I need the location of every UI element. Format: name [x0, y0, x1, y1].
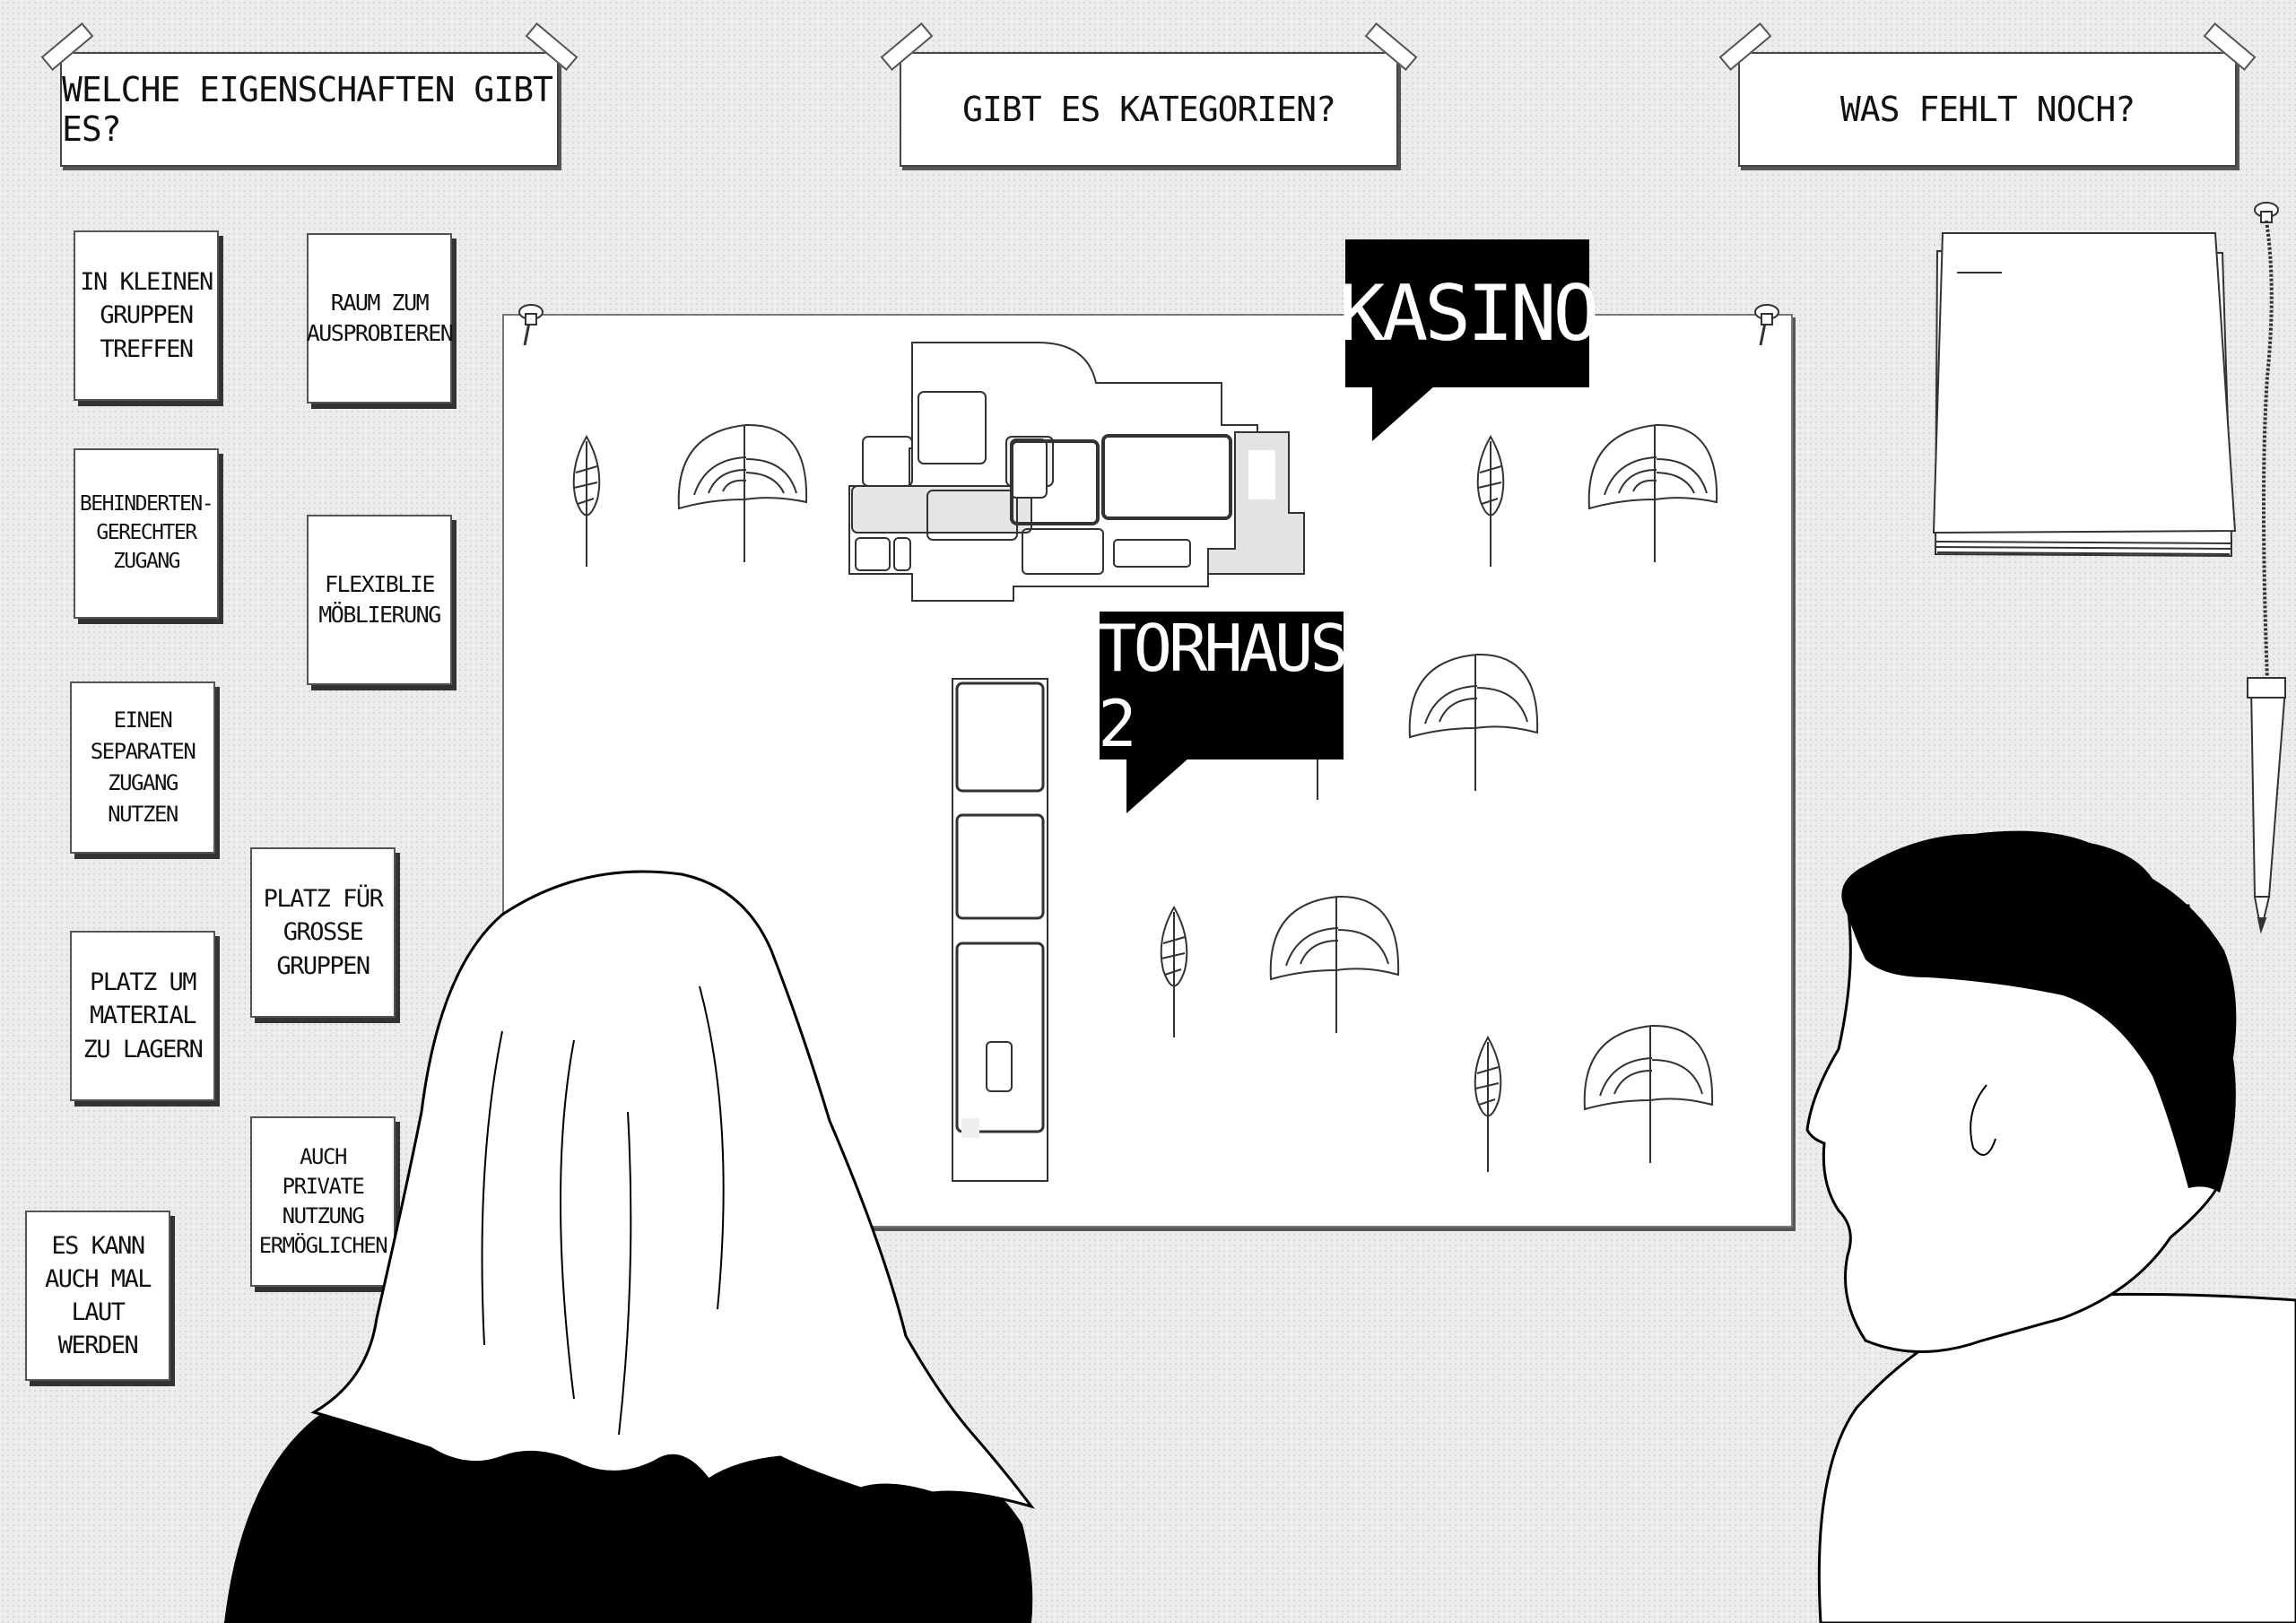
woman-hair	[310, 870, 1035, 1509]
tree-icon	[1160, 905, 1188, 1037]
site-plan	[572, 342, 1718, 1182]
label-torhaus: Torhaus 2	[1098, 610, 1349, 813]
sticky-note[interactable]: Es kann auch mal laut werden	[25, 1211, 170, 1381]
header-label: Welche Eigenschaften gibt es?	[62, 70, 553, 149]
tree-icon	[677, 423, 808, 562]
sticky-note[interactable]: Behinderten- gerechter Zugang	[74, 448, 219, 619]
man-hair	[1841, 830, 2237, 1193]
sticky-note[interactable]: Raum zum Ausprobieren	[307, 233, 454, 404]
sticky-note[interactable]: Platz um Material zu lagern	[70, 931, 215, 1101]
bubble-tail	[1126, 758, 1189, 813]
sticky-note[interactable]: Platz für große Gruppen	[250, 847, 396, 1018]
tree-icon	[1269, 895, 1400, 1033]
header-label: Was fehlt noch?	[1839, 90, 2135, 129]
tree-icon	[1587, 423, 1718, 562]
label-kasino-text: Kasino	[1338, 268, 1600, 359]
sticky-note[interactable]: Flexiblie Möblierung	[307, 515, 452, 685]
tree-icon	[1474, 1035, 1502, 1172]
tree-icon	[1476, 434, 1505, 567]
kasino-floorplan	[848, 342, 1305, 602]
tree-icon	[1408, 653, 1539, 791]
header-label: Gibt es Kategorien?	[962, 90, 1336, 129]
trees	[572, 423, 1718, 1172]
bubble-tail	[1372, 386, 1435, 441]
tree-icon	[1583, 1024, 1714, 1163]
tree-icon	[572, 434, 601, 567]
header-card-categories: Gibt es Kategorien?	[880, 22, 1418, 167]
header-card-missing: Was fehlt noch?	[1718, 22, 2257, 167]
sticky-note[interactable]: Einen separaten Zugang nutzen	[70, 681, 215, 854]
header-card-properties: Welche Eigenschaften gibt es?	[40, 22, 578, 167]
label-torhaus-text: Torhaus 2	[1098, 610, 1348, 761]
sticky-note[interactable]: In kleinen Gruppen treffen	[74, 230, 219, 401]
label-kasino: Kasino	[1339, 239, 1599, 441]
torhaus-floorplan	[952, 678, 1048, 1182]
sticky-note[interactable]: Auch private Nutzung ermöglichen	[250, 1116, 396, 1287]
